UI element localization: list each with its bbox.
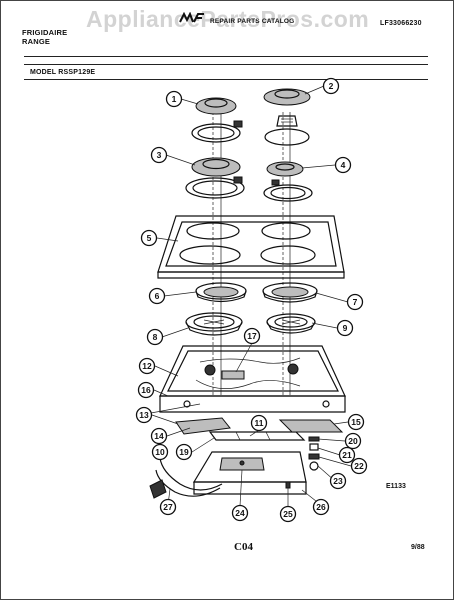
svg-text:4: 4 [341,160,346,170]
lower-tray [192,451,307,495]
svg-text:12: 12 [142,361,152,371]
model-label: MODEL RSSP129E [30,69,96,76]
leader-lines [139,85,352,512]
svg-text:8: 8 [153,332,158,342]
callout-5: 5 [140,229,158,247]
svg-text:27: 27 [163,502,173,512]
callout-14: 14 [150,427,168,445]
svg-text:7: 7 [353,297,358,307]
svg-text:21: 21 [342,450,352,460]
callout-11: 11 [250,414,268,432]
callout-12: 12 [138,357,156,375]
svg-text:20: 20 [348,436,358,446]
drip-pan-left [195,282,247,303]
callout-2: 2 [322,77,340,95]
callout-23: 23 [329,472,347,490]
callout-10: 10 [151,443,169,461]
model-rule-top [24,64,428,65]
power-cord [149,457,223,499]
svg-text:5: 5 [147,233,152,243]
svg-text:3: 3 [157,150,162,160]
callout-9: 9 [336,319,354,337]
callout-1: 1 [165,90,183,108]
svg-text:11: 11 [255,418,264,428]
svg-text:13: 13 [139,410,149,420]
callout-26: 26 [312,498,330,516]
svg-text:19: 19 [179,447,189,457]
callout-25: 25 [279,505,297,523]
brand-name: FRIGIDAIRE [22,28,68,37]
svg-text:17: 17 [247,331,257,341]
product-type: RANGE [22,37,51,46]
reflector-bowl-left [185,312,243,336]
callout-27: 27 [159,498,177,516]
manufacturer-logo-icon [179,12,204,23]
catalog-title: REPAIR PARTS CATALOG [210,18,295,25]
svg-text:6: 6 [155,291,160,301]
svg-text:2: 2 [329,81,334,91]
svg-text:15: 15 [351,417,361,427]
callout-7: 7 [346,293,364,311]
callout-21: 21 [338,446,356,464]
callout-8: 8 [146,328,164,346]
surface-element-left-front [185,157,245,199]
svg-text:24: 24 [235,508,245,518]
callout-20: 20 [344,432,362,450]
drip-pan-right [262,282,318,303]
mounting-bracket [208,431,306,441]
callout-6: 6 [148,287,166,305]
header-rule [24,56,428,57]
callout-15: 15 [347,413,365,431]
surface-element-left-rear [191,97,243,143]
cooktop-top [157,215,345,279]
burner-box [159,345,346,413]
surface-element-right-front [263,161,313,202]
svg-text:14: 14 [154,431,164,441]
svg-text:9: 9 [343,323,348,333]
callout-19: 19 [175,443,193,461]
callout-16: 16 [137,381,155,399]
svg-text:25: 25 [283,509,293,519]
document-number: LF33066230 [380,20,422,27]
surface-element-right-rear [263,88,311,146]
svg-text:16: 16 [141,385,151,395]
watermark: AppliancePartsPros.com [86,6,370,32]
callout-22: 22 [350,457,368,475]
wire-cover [278,419,344,433]
svg-text:23: 23 [333,476,343,486]
reflector-bowl-right [266,313,316,334]
page-number: C04 [234,541,253,553]
callout-24: 24 [231,504,249,522]
model-rule-bottom [24,79,428,80]
callout-13: 13 [135,406,153,424]
screw-stack [308,436,320,471]
svg-text:10: 10 [155,447,165,457]
svg-text:22: 22 [354,461,364,471]
callout-group: 1 2 3 4 5 6 7 8 9 17 12 16 13 11 15 14 1… [135,77,368,523]
drawing-code: E1133 [386,483,406,490]
svg-text:1: 1 [172,94,177,104]
alignment-lines [212,112,291,395]
revision-date: 9/88 [411,544,425,551]
callout-4: 4 [334,156,352,174]
terminal-block [175,417,231,435]
svg-text:26: 26 [316,502,326,512]
callout-17: 17 [243,327,261,345]
callout-3: 3 [150,146,168,164]
